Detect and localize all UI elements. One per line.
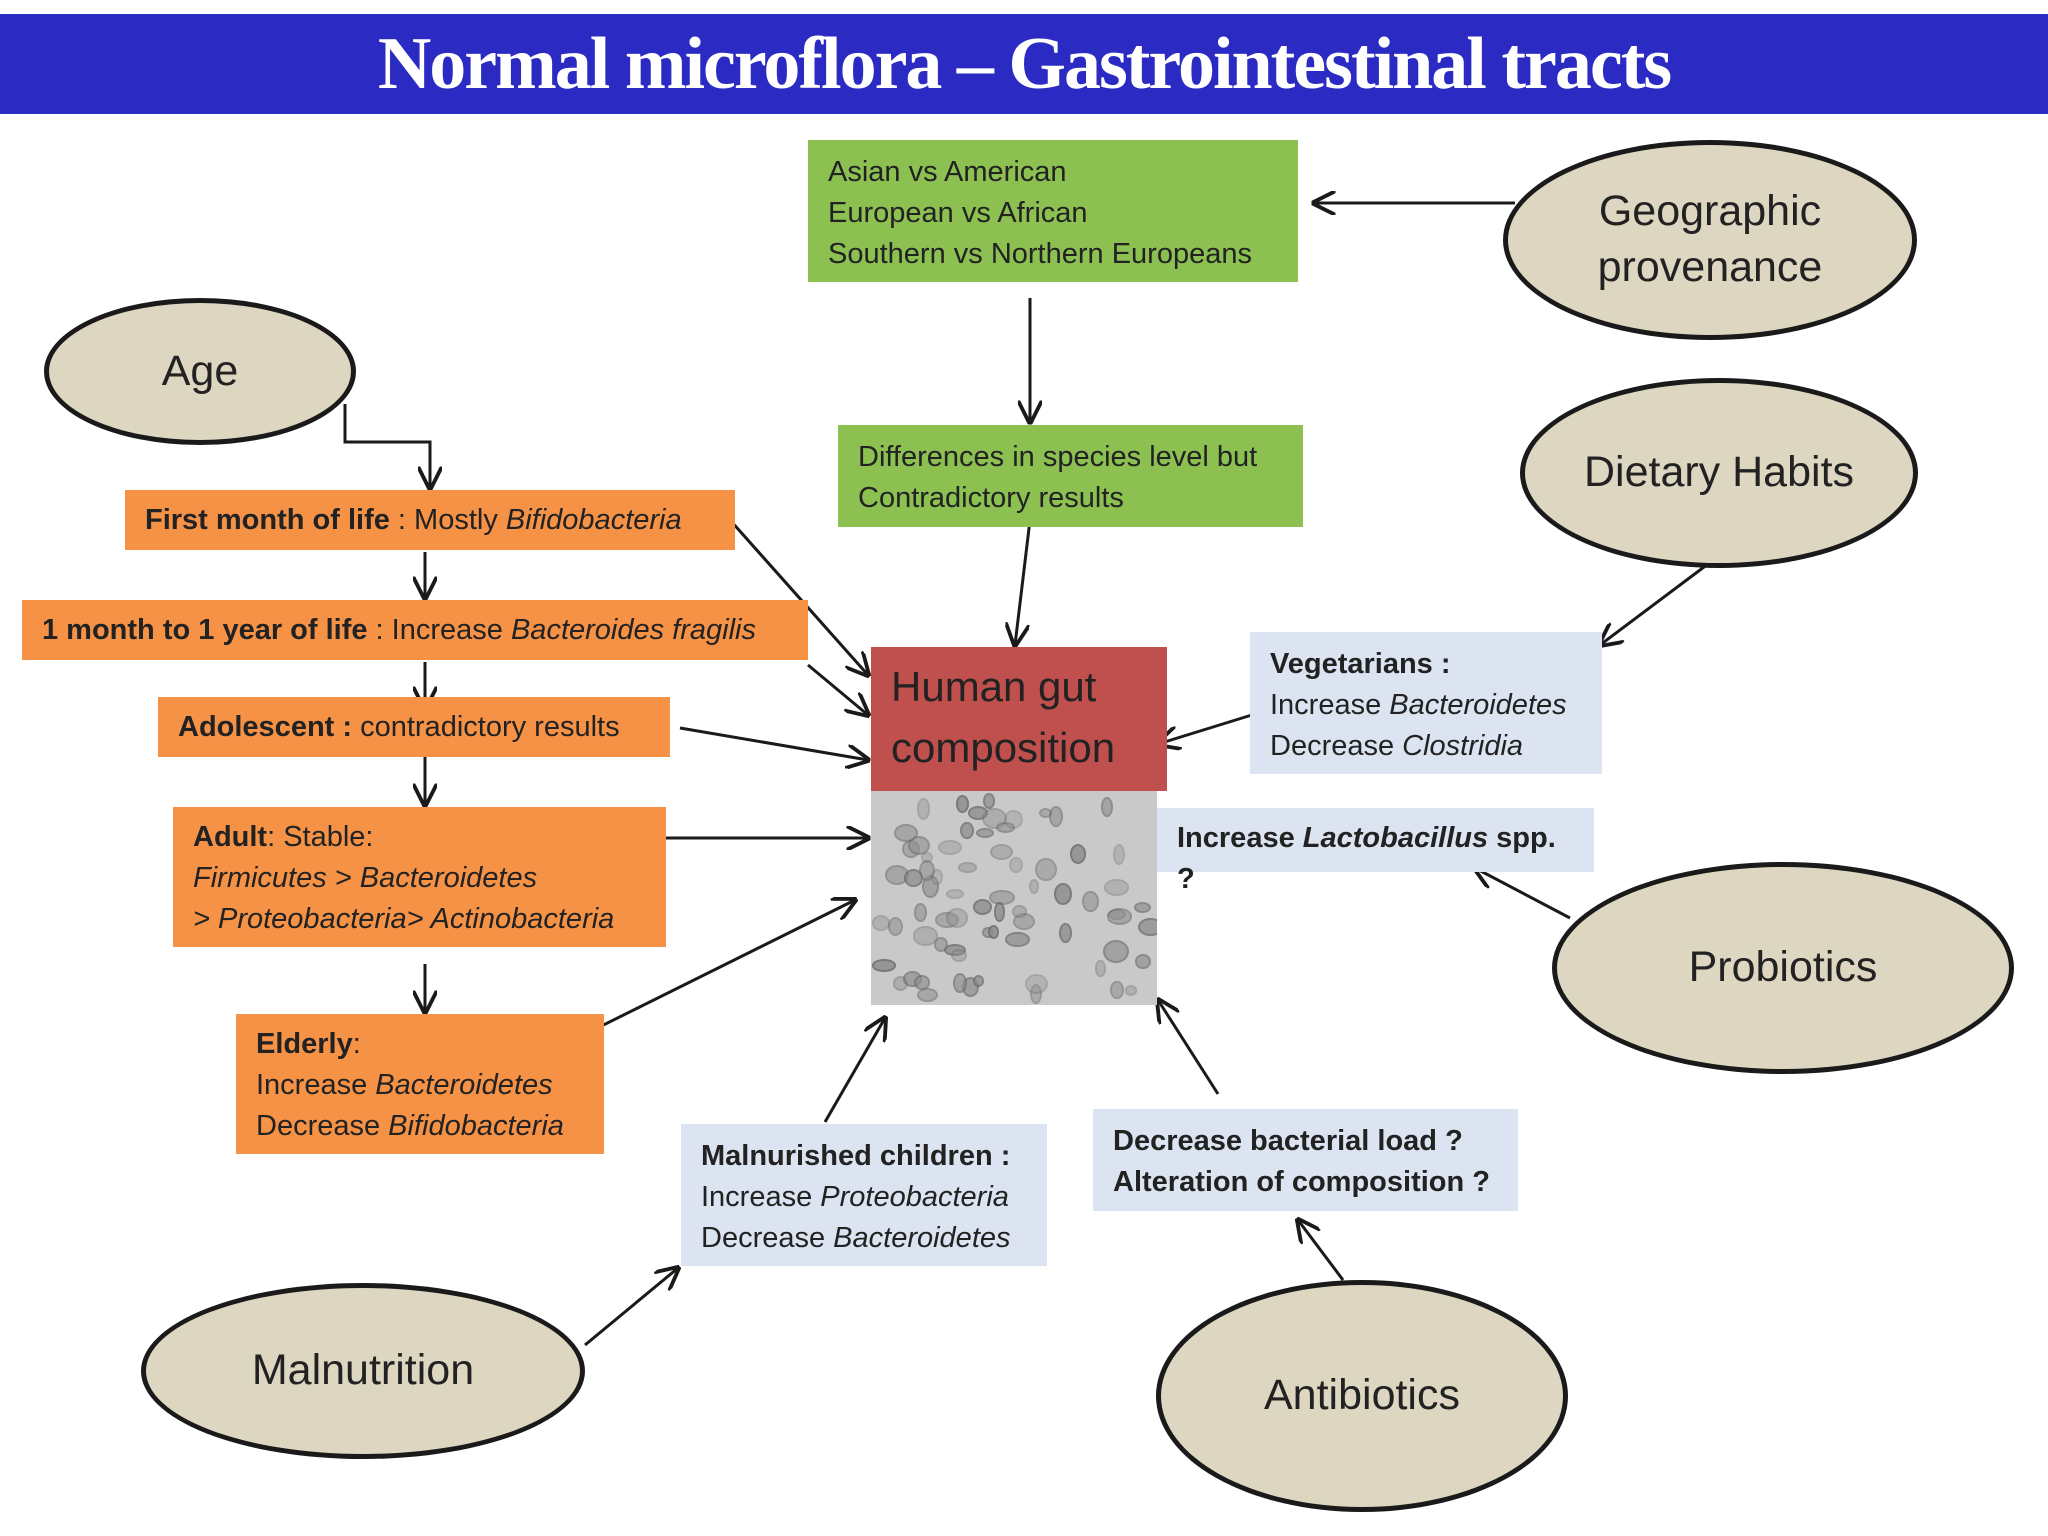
microscope-cell <box>1024 973 1049 995</box>
page-title: Normal microflora – Gastrointestinal tra… <box>377 22 1672 105</box>
arrow-first-year-to-center <box>807 663 868 715</box>
microscope-cell <box>913 903 928 923</box>
microscope-cell <box>871 959 896 972</box>
geography-comparison-box: Asian vs American European vs African So… <box>808 140 1298 282</box>
microscope-cell <box>987 925 1000 940</box>
factor-dietary-habits: Dietary Habits <box>1520 378 1918 568</box>
arrow-result-to-center <box>1015 519 1032 645</box>
title-bar: Normal microflora – Gastrointestinal tra… <box>0 14 2048 114</box>
factor-age: Age <box>44 298 356 445</box>
microscope-cell <box>973 975 985 988</box>
microscope-cell <box>1011 904 1027 919</box>
geography-result-box: Differences in species level but Contrad… <box>838 425 1303 527</box>
microscope-cell <box>1106 908 1133 925</box>
microscope-cell <box>953 972 968 993</box>
factor-geographic-label: Geographic provenance <box>1597 187 1823 291</box>
factor-malnutrition: Malnutrition <box>141 1283 585 1459</box>
microscope-cell <box>958 862 978 873</box>
probiotics-effect-box: Increase Lactobacillus spp. ? <box>1157 808 1594 895</box>
microscope-cell <box>972 898 993 916</box>
arrow-adolescent-to-center <box>679 726 868 760</box>
antibiotics-effect-box: Decrease bacterial load ? Alteration of … <box>1093 1109 1518 1211</box>
factor-antibiotics-label: Antibiotics <box>1264 1371 1460 1420</box>
arrow-dietary-to-vegetarians <box>1600 553 1721 645</box>
microscope-cell <box>994 901 1006 923</box>
malnourished-children-box: Malnurished children : Increase Proteoba… <box>681 1124 1047 1266</box>
microscope-cell <box>937 839 963 855</box>
microscope-cell <box>1070 844 1087 864</box>
microscope-cell <box>887 917 903 936</box>
factor-geographic: Geographic provenance <box>1503 140 1917 340</box>
microscope-cell <box>916 798 931 821</box>
arrow-antibiotics-effect-to-center <box>1158 1000 1220 1095</box>
microscope-cell <box>1100 796 1113 817</box>
age-elderly-box: Elderly: Increase Bacteroidetes Decrease… <box>236 1014 604 1154</box>
age-first-year-box: 1 month to 1 year of life : Increase Bac… <box>22 600 808 660</box>
arrow-vegetarians-to-center <box>1158 708 1269 744</box>
factor-dietary-habits-label: Dietary Habits <box>1583 448 1855 497</box>
microscope-image <box>871 791 1157 1005</box>
microscope-cell <box>1112 843 1125 865</box>
microscope-cell <box>1003 809 1024 829</box>
microscope-cell <box>960 821 974 840</box>
microscope-cell <box>945 908 969 928</box>
microscope-cell <box>904 869 924 887</box>
microscope-cell <box>1008 857 1023 873</box>
arrow-antibiotics-to-effect <box>1298 1220 1345 1281</box>
arrow-age-to-first-month <box>343 404 430 488</box>
microscope-cell <box>1035 857 1057 882</box>
microscope-cell <box>1134 953 1151 969</box>
microscope-cell <box>1133 901 1151 914</box>
microscope-cell <box>1110 980 1125 1000</box>
arrow-malnutrition-to-malnourished <box>584 1268 678 1347</box>
microscope-cell <box>1104 879 1130 896</box>
microscope-cell <box>893 823 919 842</box>
microscope-cell <box>1082 891 1099 912</box>
age-adult-box: Adult: Stable: Firmicutes > Bacteroidete… <box>173 807 666 947</box>
age-adolescent-box: Adolescent : contradictory results <box>158 697 670 757</box>
microscope-cell <box>1103 940 1129 964</box>
microscope-cell <box>871 914 890 932</box>
microscope-cell <box>1124 984 1138 996</box>
arrow-malnourished-to-center <box>823 1018 885 1123</box>
microscope-cell <box>1029 879 1040 895</box>
microscope-cell <box>1138 918 1157 936</box>
microscope-cell <box>956 795 970 813</box>
factor-probiotics: Probiotics <box>1552 862 2014 1074</box>
microscope-cell <box>1005 931 1030 948</box>
microscope-cell <box>907 835 930 855</box>
microscope-cell <box>1095 959 1106 978</box>
microscope-cell <box>914 975 930 990</box>
microscope-cell <box>917 988 938 1003</box>
microscope-cell <box>933 937 949 953</box>
vegetarians-box: Vegetarians : Increase Bacteroidetes Dec… <box>1250 632 1602 774</box>
human-gut-composition-box: Human gut composition <box>871 647 1167 791</box>
arrow-probiotics-to-effect <box>1475 868 1571 920</box>
microscope-cell <box>931 869 943 885</box>
factor-malnutrition-label: Malnutrition <box>251 1346 475 1395</box>
microscope-cell <box>976 827 995 839</box>
microscope-cell <box>989 843 1014 861</box>
microscope-cell <box>1039 808 1053 819</box>
microscope-cell <box>950 949 967 963</box>
factor-antibiotics: Antibiotics <box>1156 1280 1568 1512</box>
microscope-cell <box>1054 882 1072 906</box>
arrow-first-month-to-center <box>728 519 868 675</box>
microscope-cell <box>1059 923 1072 943</box>
factor-age-label: Age <box>161 346 239 395</box>
age-first-month-box: First month of life : Mostly Bifidobacte… <box>125 490 735 550</box>
factor-probiotics-label: Probiotics <box>1688 943 1878 992</box>
microscope-cell <box>946 888 965 900</box>
microscope-cell <box>912 926 939 946</box>
